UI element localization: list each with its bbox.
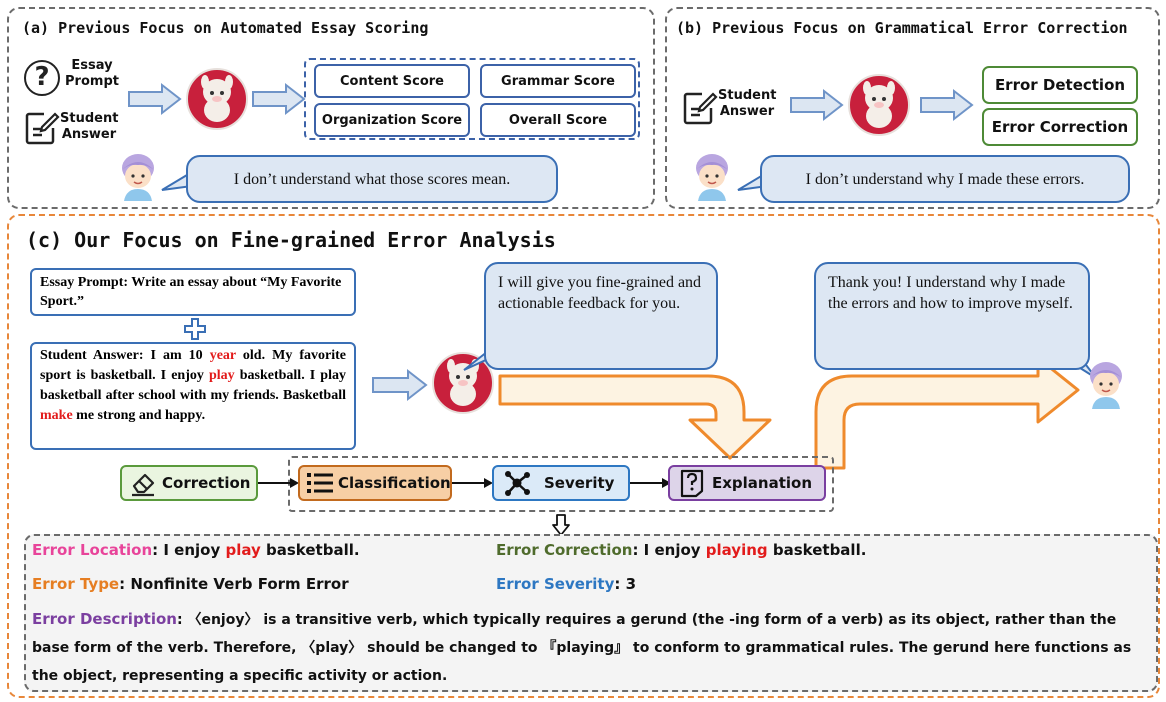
error-detection-box: Error Detection bbox=[982, 66, 1138, 104]
student-avatar-icon bbox=[1090, 362, 1122, 409]
scores-group bbox=[304, 58, 640, 140]
pipeline-arrow-1 bbox=[258, 478, 299, 488]
arrow-b-2 bbox=[920, 88, 974, 122]
student-answer-label: Student Answer bbox=[60, 111, 119, 142]
arrow-b-1 bbox=[790, 88, 844, 122]
essay-prompt-box: Essay Prompt: Write an essay about “My F… bbox=[30, 268, 356, 316]
essay-prompt-label: Essay Prompt bbox=[65, 58, 119, 89]
student-bubble-b: I don’t understand why I made these erro… bbox=[760, 155, 1130, 203]
student-avatar-icon bbox=[696, 154, 728, 201]
content-score-box: Content Score bbox=[314, 64, 470, 98]
arrow-a-1 bbox=[128, 82, 182, 116]
arrow-c-1 bbox=[372, 368, 428, 402]
organization-score-box: Organization Score bbox=[314, 103, 470, 137]
pencil-note-icon bbox=[25, 112, 60, 145]
arrow-a-2 bbox=[252, 82, 306, 116]
panel-c-title: (c) Our Focus on Fine-grained Error Anal… bbox=[26, 228, 556, 252]
down-arrow-icon bbox=[552, 514, 570, 536]
panel-a-title: (a) Previous Focus on Automated Essay Sc… bbox=[22, 19, 429, 37]
student-bubble-c: Thank you! I understand why I made the e… bbox=[814, 262, 1090, 370]
llama-icon bbox=[432, 352, 494, 414]
panel-b-title: (b) Previous Focus on Grammatical Error … bbox=[676, 19, 1128, 37]
big-arrow-up bbox=[814, 356, 1080, 470]
plus-cross-icon bbox=[184, 318, 206, 340]
network-icon bbox=[505, 471, 530, 496]
explanation-step: Explanation bbox=[668, 465, 826, 501]
correction-step: Correction bbox=[120, 465, 258, 501]
llama-icon bbox=[186, 68, 248, 130]
error-location-line: Error Location: I enjoy play basketball. bbox=[32, 541, 360, 559]
student-avatar-icon bbox=[122, 154, 154, 201]
error-correction-line: Error Correction: I enjoy playing basket… bbox=[496, 541, 867, 559]
model-bubble: I will give you fine-grained and actiona… bbox=[484, 262, 718, 370]
question-document-icon bbox=[680, 469, 704, 498]
student-answer-box: Student Answer: I am 10 year old. My fav… bbox=[30, 342, 356, 450]
error-correction-box: Error Correction bbox=[982, 108, 1138, 146]
error-description-text: Error Description: 〈enjoy〉 is a transiti… bbox=[32, 610, 1132, 684]
pipeline-arrow-3 bbox=[630, 478, 671, 488]
list-icon bbox=[307, 473, 333, 493]
eraser-icon bbox=[132, 473, 155, 497]
error-type-line: Error Type: Nonfinite Verb Form Error bbox=[32, 575, 349, 593]
student-answer-label-b: Student Answer bbox=[718, 88, 777, 119]
error-severity-line: Error Severity: 3 bbox=[496, 575, 637, 593]
panel-a bbox=[7, 7, 655, 209]
severity-step: Severity bbox=[492, 465, 630, 501]
panel-b bbox=[665, 7, 1160, 209]
student-bubble-a: I don’t understand what those scores mea… bbox=[186, 155, 558, 203]
pipeline-arrow-2 bbox=[452, 478, 493, 488]
overall-score-box: Overall Score bbox=[480, 103, 636, 137]
pencil-note-icon bbox=[683, 92, 718, 125]
question-mark-icon: ? bbox=[24, 60, 60, 96]
panel-c bbox=[7, 214, 1160, 698]
grammar-score-box: Grammar Score bbox=[480, 64, 636, 98]
classification-step: Classification bbox=[298, 465, 452, 501]
error-details-box bbox=[24, 534, 1158, 692]
llama-icon bbox=[848, 74, 910, 136]
big-arrow-down bbox=[498, 374, 772, 460]
